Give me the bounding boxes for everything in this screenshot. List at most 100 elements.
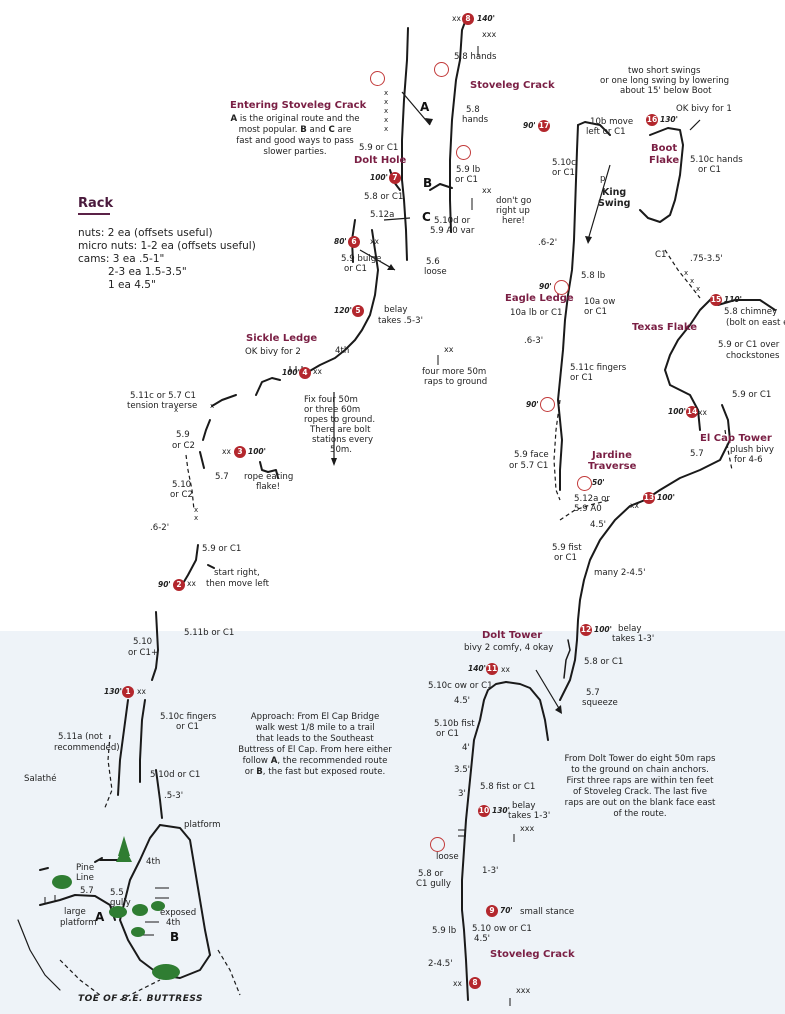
pitch-marker: 13 (643, 492, 655, 504)
route-note: flake! (256, 482, 281, 492)
pitch-length: 140' (477, 14, 495, 23)
pitch-marker: 12 (580, 624, 592, 636)
route-grade: 5.9 A0 var (430, 226, 475, 236)
route-size: 4' (462, 743, 470, 753)
route-grade: 5.9 or C1 over (718, 340, 780, 350)
rack-line: 2-3 ea 1.5-3.5" (108, 266, 187, 278)
pitch-length: 100' (657, 493, 675, 502)
route-size: .6-2' (150, 523, 170, 533)
feature-entering-stoveleg: Entering Stoveleg Crack (230, 100, 367, 111)
route-letter-a-low: A (95, 910, 105, 924)
feature-exposed-4th: 4th (166, 918, 181, 928)
feature-pine-line: Line (76, 873, 94, 883)
route-grade: 5.10 (172, 480, 192, 490)
bolt-pair: xx (630, 501, 639, 510)
route-grade: 5.12a (370, 210, 395, 220)
pitch-length: 120' (334, 306, 352, 315)
route-grade: 5.12a or (574, 494, 610, 504)
route-size: 2-4.5' (428, 959, 453, 969)
bolt-pair: xx (222, 447, 231, 456)
svg-text:x: x (384, 107, 388, 115)
route-note: here! (502, 216, 525, 226)
route-letter-c: C (422, 210, 431, 224)
feature-texas-flake: Texas Flake (632, 322, 698, 333)
route-grade: 5.7 (586, 688, 600, 698)
pitch-length: 100' (282, 368, 300, 377)
svg-text:x: x (174, 406, 178, 414)
svg-text:x: x (384, 125, 388, 133)
feature-exposed-4th: exposed (160, 908, 197, 918)
rap-note: raps to ground (424, 377, 488, 387)
route-grade: or 5.7 C1 (509, 461, 549, 471)
route-grade: 5.5 (110, 888, 124, 898)
rack-line: nuts: 2 ea (offsets useful) (78, 227, 213, 239)
anchor-ring (456, 145, 471, 160)
bolt-pair: xx (698, 408, 707, 417)
svg-text:x: x (194, 506, 198, 514)
route-grade: or C2 (172, 441, 195, 451)
swing-note: two short swings (628, 66, 701, 76)
pitch-length: 130' (492, 806, 510, 815)
pitch-length: 100' (370, 173, 388, 182)
route-grade: 5.9 or C1 (732, 390, 772, 400)
pitch-length: 140' (468, 664, 486, 673)
route-note: takes .5-3' (378, 316, 423, 326)
svg-text:x: x (696, 285, 700, 293)
pitch-length: 130' (660, 115, 678, 124)
bivy-note: for 4-6 (734, 455, 763, 465)
route-grade: or C1 (570, 373, 593, 383)
route-grade: C1 gully (416, 879, 451, 889)
route-size: .75-3.5' (690, 254, 723, 264)
fix-note: Fix four 50m (304, 395, 358, 405)
pitch-marker: 3 (234, 446, 246, 458)
svg-text:x: x (194, 514, 198, 522)
route-note: right up (496, 206, 530, 216)
route-grade: squeeze (582, 698, 618, 708)
pitch-marker: 1 (122, 686, 134, 698)
pitch-marker: 11 (486, 663, 498, 675)
route-grade: 10a lb or C1 (510, 308, 563, 318)
bivy-note: plush bivy (730, 445, 774, 455)
approach-note: Approach: From El Cap Bridge walk west 1… (238, 712, 392, 777)
route-size: many 2-4.5' (594, 568, 646, 578)
route-grade: 4th (146, 857, 161, 867)
feature-jardine-traverse: Traverse (588, 461, 637, 472)
route-size: 4.5' (590, 520, 607, 530)
svg-text:x: x (384, 89, 388, 97)
fix-note: There are bolt (310, 425, 371, 435)
feature-toe: TOE OF S.E. BUTTRESS (78, 994, 203, 1004)
bolt-pair: xx (370, 237, 379, 246)
route-grade: 10a ow (584, 297, 616, 307)
bivy-note: OK bivy for 1 (676, 104, 732, 114)
route-grade: 5.8 hands (454, 52, 497, 62)
pitch-length: 130' (104, 687, 122, 696)
route-grade: 5.8 lb (581, 271, 606, 281)
route-note: don't go (496, 196, 532, 206)
route-grade: 5.10c fingers (160, 712, 217, 722)
route-grade: 5.9 or C1 (359, 143, 399, 153)
svg-text:x: x (210, 402, 214, 410)
feature-eagle-ledge: Eagle Ledge (505, 293, 574, 304)
svg-text:x: x (384, 98, 388, 106)
route-letter-b-low: B (170, 930, 180, 944)
rack-line: cams: 3 ea .5-1" (78, 253, 165, 265)
route-grade: or C1 (552, 168, 575, 178)
route-grade: 5.10 ow or C1 (472, 924, 532, 934)
route-note: then move left (206, 579, 269, 589)
pitch-marker: 8 (469, 977, 481, 989)
route-grade: C1 (655, 250, 667, 260)
feature-boot-flake: Flake (649, 155, 680, 166)
bolt-pair: xx (187, 579, 196, 588)
pitch-length: 90' (158, 580, 171, 589)
route-grade: 5.6 (426, 257, 440, 267)
route-grade: 5.7 (80, 886, 94, 896)
feature-king-swing: King (602, 187, 627, 198)
route-grade: or C1+ (128, 648, 159, 658)
feature-gully: gully (110, 898, 131, 908)
route-grade: tension traverse (127, 401, 198, 411)
route-grade: or C1 (436, 729, 459, 739)
fix-note: 50m. (330, 445, 353, 455)
route-size: 1-3' (482, 866, 499, 876)
pitch-length: 100' (594, 625, 612, 634)
